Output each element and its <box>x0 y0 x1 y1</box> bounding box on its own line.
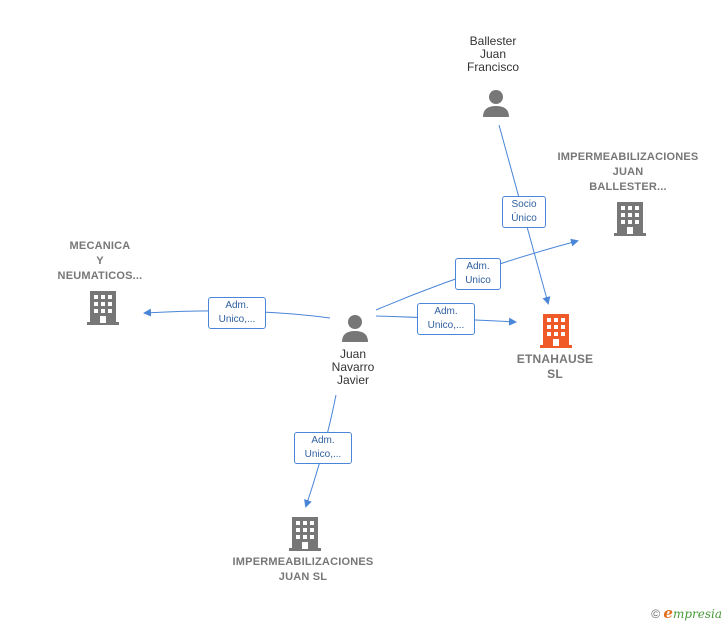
person-icon[interactable] <box>481 88 511 118</box>
edge-label-socio-unico[interactable]: Socio Único <box>502 196 546 228</box>
edge-label-adm-unico-mecanica[interactable]: Adm. Unico,... <box>208 297 266 329</box>
company-label-mecanica[interactable]: MECANICA Y NEUMATICOS... <box>57 240 143 282</box>
building-icon[interactable] <box>614 200 646 236</box>
edge-label-adm-unico-imperm-ballester[interactable]: Adm. Unico <box>455 258 501 290</box>
person-label-juan-navarro[interactable]: Juan Navarro Javier <box>331 347 375 387</box>
building-icon[interactable] <box>289 515 321 551</box>
person-icon[interactable] <box>340 313 370 343</box>
edge-label-adm-unico-etnahause[interactable]: Adm. Unico,... <box>417 303 475 335</box>
company-label-imperm-juan[interactable]: IMPERMEABILIZACIONES JUAN SL <box>232 556 374 583</box>
person-label-ballester[interactable]: Ballester Juan Francisco <box>466 34 519 74</box>
building-icon[interactable] <box>87 289 119 325</box>
copyright-symbol: © <box>651 607 661 621</box>
brand-logo: empresia <box>663 604 722 622</box>
edge-label-adm-unico-imperm-juan[interactable]: Adm. Unico,... <box>294 432 352 464</box>
footer-brand: © empresia <box>651 604 722 622</box>
building-icon-highlighted[interactable] <box>540 312 572 348</box>
company-label-etnahause[interactable]: ETNAHAUSE SL <box>516 352 594 381</box>
company-label-imperm-ballester[interactable]: IMPERMEABILIZACIONES JUAN BALLESTER... <box>557 151 699 193</box>
